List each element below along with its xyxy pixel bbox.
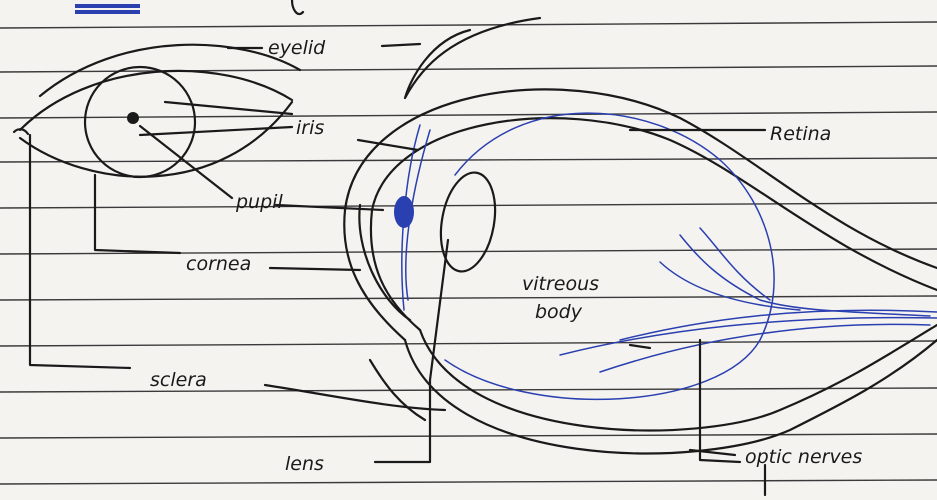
label-vitreous: vitreous: [522, 273, 599, 295]
label-vitreous-body: body: [535, 301, 583, 323]
iris-blob: [394, 196, 414, 228]
label-cornea: cornea: [186, 253, 251, 275]
label-optic-nerves: optic nerves: [745, 446, 862, 468]
pupil-dot: [127, 112, 139, 124]
heading-underline: [75, 0, 303, 14]
label-lens: lens: [285, 453, 324, 475]
inner-corner: [14, 129, 28, 134]
upper-lid-section: [405, 18, 540, 98]
label-iris: iris: [296, 117, 324, 139]
label-sclera: sclera: [150, 369, 207, 391]
label-eyelid: eyelid: [268, 37, 326, 59]
lens-shape: [434, 168, 503, 276]
leader-lines: [30, 44, 765, 495]
sclera-outer: [345, 89, 937, 268]
label-retina: Retina: [770, 123, 831, 145]
iris-circle: [85, 67, 195, 177]
label-pupil: pupil: [235, 191, 283, 213]
